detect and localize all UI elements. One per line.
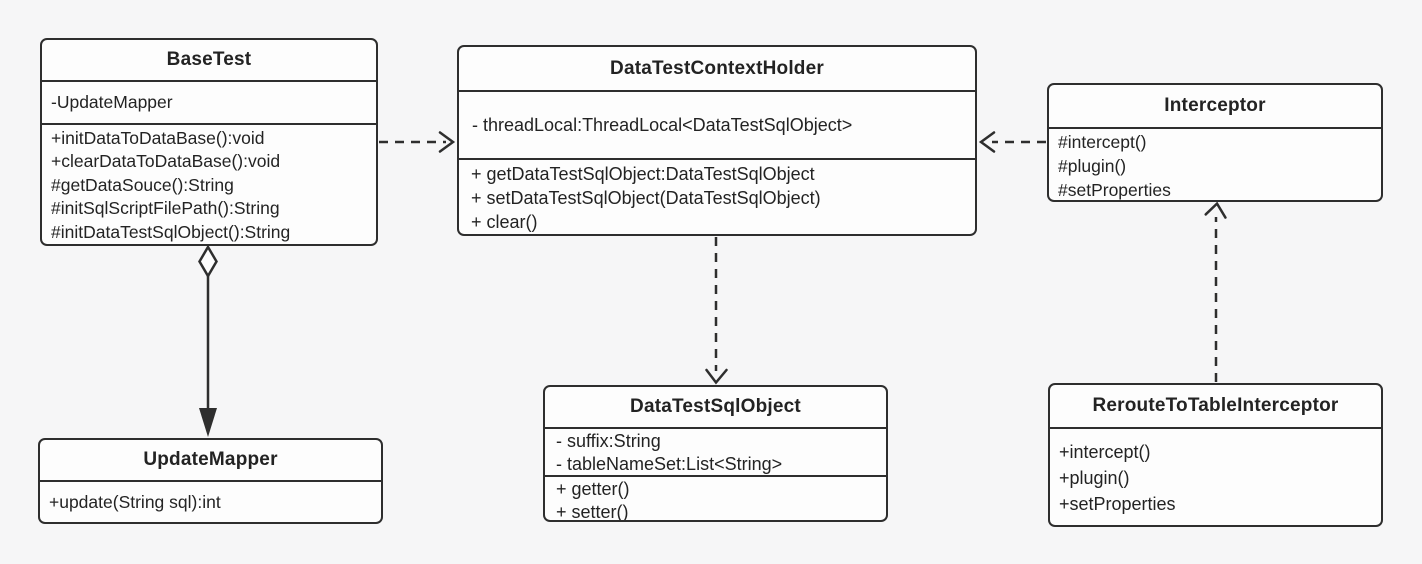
class-method: + setDataTestSqlObject(DataTestSqlObject… xyxy=(471,188,821,208)
class-method: + setter() xyxy=(556,502,629,522)
class-method: +intercept() xyxy=(1059,442,1151,462)
filled-arrowhead-icon xyxy=(199,408,217,437)
dependency-arrow-contextholder-to-sqlobject[interactable] xyxy=(705,237,728,385)
open-arrowhead-icon xyxy=(438,131,456,153)
aggregation-link-basetest-to-updatemapper[interactable] xyxy=(198,244,218,437)
class-attribute: - tableNameSet:List<String> xyxy=(556,454,783,474)
class-interceptor[interactable]: Interceptor #intercept() #plugin() #setP… xyxy=(1047,83,1383,202)
dependency-arrow-reroute-to-interceptor[interactable] xyxy=(1204,201,1228,382)
open-arrowhead-icon xyxy=(705,368,728,385)
class-method: #setProperties xyxy=(1058,180,1171,200)
open-arrowhead-icon xyxy=(978,131,996,153)
methods-compartment: #intercept() #plugin() #setProperties xyxy=(1049,127,1381,200)
class-method: + getDataTestSqlObject:DataTestSqlObject xyxy=(471,164,815,184)
class-datatestsqlobject[interactable]: DataTestSqlObject - suffix:String - tabl… xyxy=(543,385,888,522)
class-basetest[interactable]: BaseTest -UpdateMapper +initDataToDataBa… xyxy=(40,38,378,246)
class-method: +clearDataToDataBase():void xyxy=(51,151,281,171)
class-method: #initSqlScriptFilePath():String xyxy=(51,198,280,218)
class-title: Interceptor xyxy=(1164,95,1266,116)
class-attribute: - suffix:String xyxy=(556,431,661,451)
class-method: +initDataToDataBase():void xyxy=(51,127,265,148)
class-method: +update(String sql):int xyxy=(49,492,221,512)
methods-compartment: +intercept() +plugin() +setProperties xyxy=(1050,427,1381,525)
methods-compartment: +update(String sql):int xyxy=(40,480,381,522)
class-reroutetotableinterceptor[interactable]: RerouteToTableInterceptor +intercept() +… xyxy=(1048,383,1383,527)
class-attribute: - threadLocal:ThreadLocal<DataTestSqlObj… xyxy=(472,115,853,135)
attributes-compartment: - threadLocal:ThreadLocal<DataTestSqlObj… xyxy=(459,90,975,158)
class-title: DataTestContextHolder xyxy=(610,57,824,79)
class-method: +plugin() xyxy=(1059,468,1130,488)
open-arrowhead-icon xyxy=(1204,201,1227,219)
class-title: RerouteToTableInterceptor xyxy=(1092,395,1339,416)
class-method: #getDataSouce():String xyxy=(51,174,234,195)
class-method: + clear() xyxy=(471,212,538,232)
class-method: #plugin() xyxy=(1058,156,1127,176)
class-datatestcontextholder[interactable]: DataTestContextHolder - threadLocal:Thre… xyxy=(457,45,977,236)
attributes-compartment: -UpdateMapper xyxy=(42,80,376,123)
class-title: UpdateMapper xyxy=(143,449,278,470)
attributes-compartment: - suffix:String - tableNameSet:List<Stri… xyxy=(545,427,886,475)
class-method: + getter() xyxy=(556,479,630,499)
class-attribute: -UpdateMapper xyxy=(51,91,173,112)
class-method: #intercept() xyxy=(1058,132,1147,152)
methods-compartment: +initDataToDataBase():void +clearDataToD… xyxy=(42,122,376,245)
dependency-arrow-interceptor-to-contextholder[interactable] xyxy=(978,131,1046,153)
class-updatemapper[interactable]: UpdateMapper +update(String sql):int xyxy=(38,438,383,524)
class-method: #initDataTestSqlObject():String xyxy=(51,221,291,242)
class-method: +setProperties xyxy=(1059,494,1176,514)
dependency-arrow-basetest-to-contextholder[interactable] xyxy=(379,131,456,153)
class-title: DataTestSqlObject xyxy=(630,396,801,417)
methods-compartment: + getter() + setter() xyxy=(545,475,886,522)
class-title: BaseTest xyxy=(166,49,252,70)
methods-compartment: + getDataTestSqlObject:DataTestSqlObject… xyxy=(459,158,975,234)
hollow-diamond-icon xyxy=(198,244,218,279)
